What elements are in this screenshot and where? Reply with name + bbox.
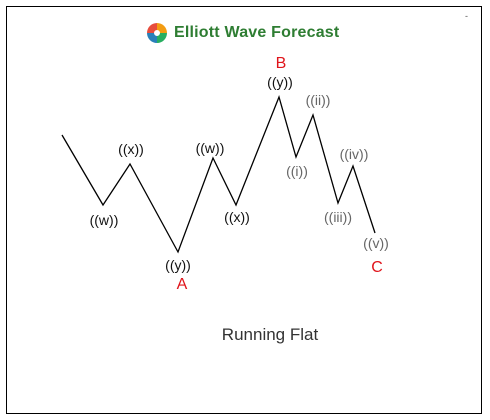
corner-mark: - — [465, 11, 468, 21]
diagram-frame — [6, 6, 482, 414]
wave-label-A: A — [177, 276, 188, 293]
wave-label-ii: ((ii)) — [306, 92, 331, 108]
wave-label-iii: ((iii)) — [324, 209, 352, 225]
wave-label-x2: ((x)) — [224, 209, 250, 225]
diagram-title: Running Flat — [222, 325, 319, 344]
wave-label-x: ((x)) — [118, 141, 144, 157]
wave-label-C: C — [371, 259, 383, 276]
brand-logo: Elliott Wave Forecast — [146, 20, 339, 46]
wave-label-B: B — [276, 55, 287, 72]
wave-label-v: ((v)) — [363, 235, 389, 251]
wave-label-w: ((w)) — [90, 212, 119, 228]
wave-label-iv: ((iv)) — [340, 146, 369, 162]
wave-label-y2: ((y)) — [267, 74, 293, 90]
brand-swirl-icon — [147, 23, 167, 43]
wave-label-w2: ((w)) — [196, 140, 225, 156]
wave-path — [61, 94, 376, 254]
wave-label-y: ((y)) — [165, 257, 191, 273]
brand-name: Elliott Wave Forecast — [174, 24, 340, 41]
wave-label-i: ((i)) — [286, 163, 308, 179]
